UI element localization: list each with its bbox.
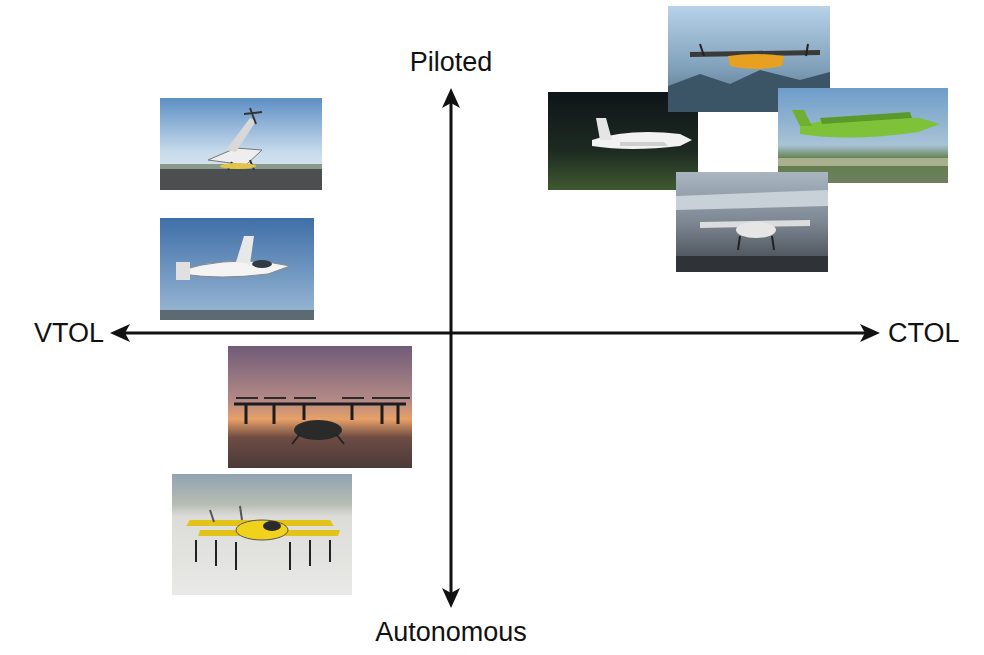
aircraft-photo xyxy=(160,218,314,320)
aircraft-photo xyxy=(778,88,948,183)
aircraft-photo xyxy=(676,172,828,272)
axis-label: Autonomous xyxy=(375,619,527,646)
aircraft-photo xyxy=(160,98,322,190)
axis-label: VTOL xyxy=(34,320,104,347)
aircraft-photo xyxy=(172,474,352,595)
axis-arrows xyxy=(110,88,880,608)
aircraft-photo xyxy=(228,346,412,468)
axis-label: CTOL xyxy=(888,320,960,347)
axis-label: Piloted xyxy=(410,49,493,76)
